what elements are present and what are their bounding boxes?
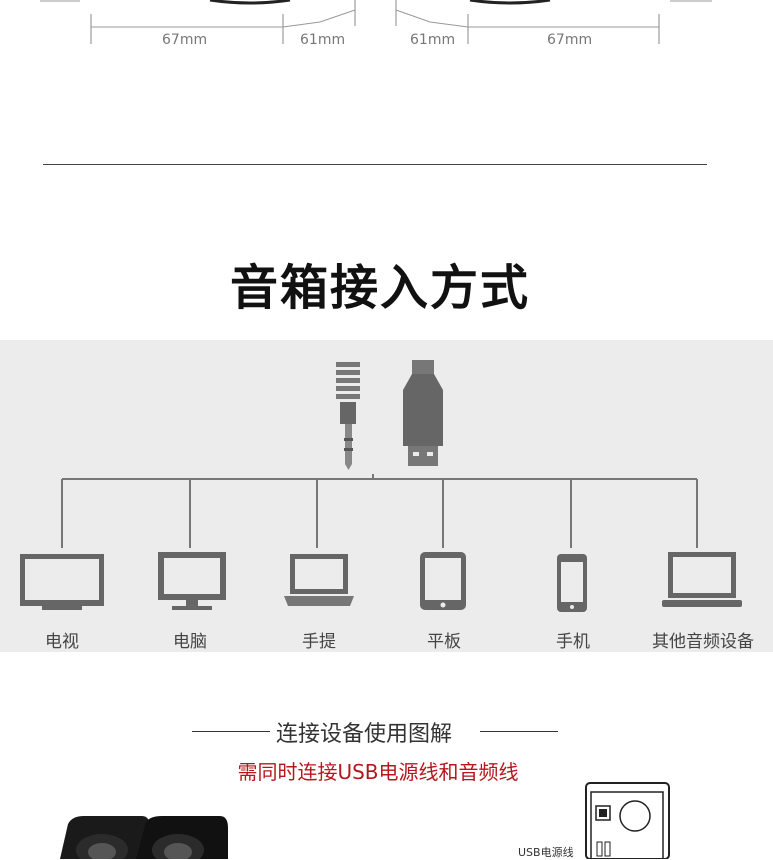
guide-title: 连接设备使用图解 — [276, 722, 453, 747]
phone-icon — [557, 554, 587, 612]
tablet-icon — [420, 552, 466, 610]
device-label-other-audio: 其他音频设备 — [652, 632, 754, 652]
device-label-tablet: 平板 — [427, 632, 461, 652]
section-divider — [43, 164, 707, 165]
dimension-label: 67mm — [547, 32, 593, 48]
guide-line-left — [192, 731, 270, 732]
device-label-laptop: 手提 — [302, 632, 336, 652]
monitor-icon — [158, 552, 226, 610]
device-label-tv: 电视 — [45, 632, 79, 652]
section-title: 音箱接入方式 — [229, 260, 530, 316]
guide-line-right — [480, 731, 558, 732]
laptop-icon — [284, 554, 354, 606]
computer-tower-image — [585, 782, 670, 859]
audio-device-icon — [662, 552, 742, 607]
audio-jack-icon — [336, 362, 360, 470]
connection-tree — [20, 360, 742, 612]
tv-icon — [20, 554, 104, 610]
speaker-pair-image — [60, 816, 228, 859]
connection-diagram — [0, 340, 773, 652]
dimension-label: 67mm — [162, 32, 208, 48]
device-label-computer: 电脑 — [173, 632, 207, 652]
usb-cable-label: USB电源线 — [518, 846, 574, 859]
dimension-label: 61mm — [300, 32, 346, 48]
dimension-label: 61mm — [410, 32, 456, 48]
dimension-drawing — [40, 0, 712, 44]
guide-note: 需同时连接USB电源线和音频线 — [237, 760, 519, 784]
device-label-phone: 手机 — [556, 632, 590, 652]
usb-plug-icon — [403, 360, 443, 466]
